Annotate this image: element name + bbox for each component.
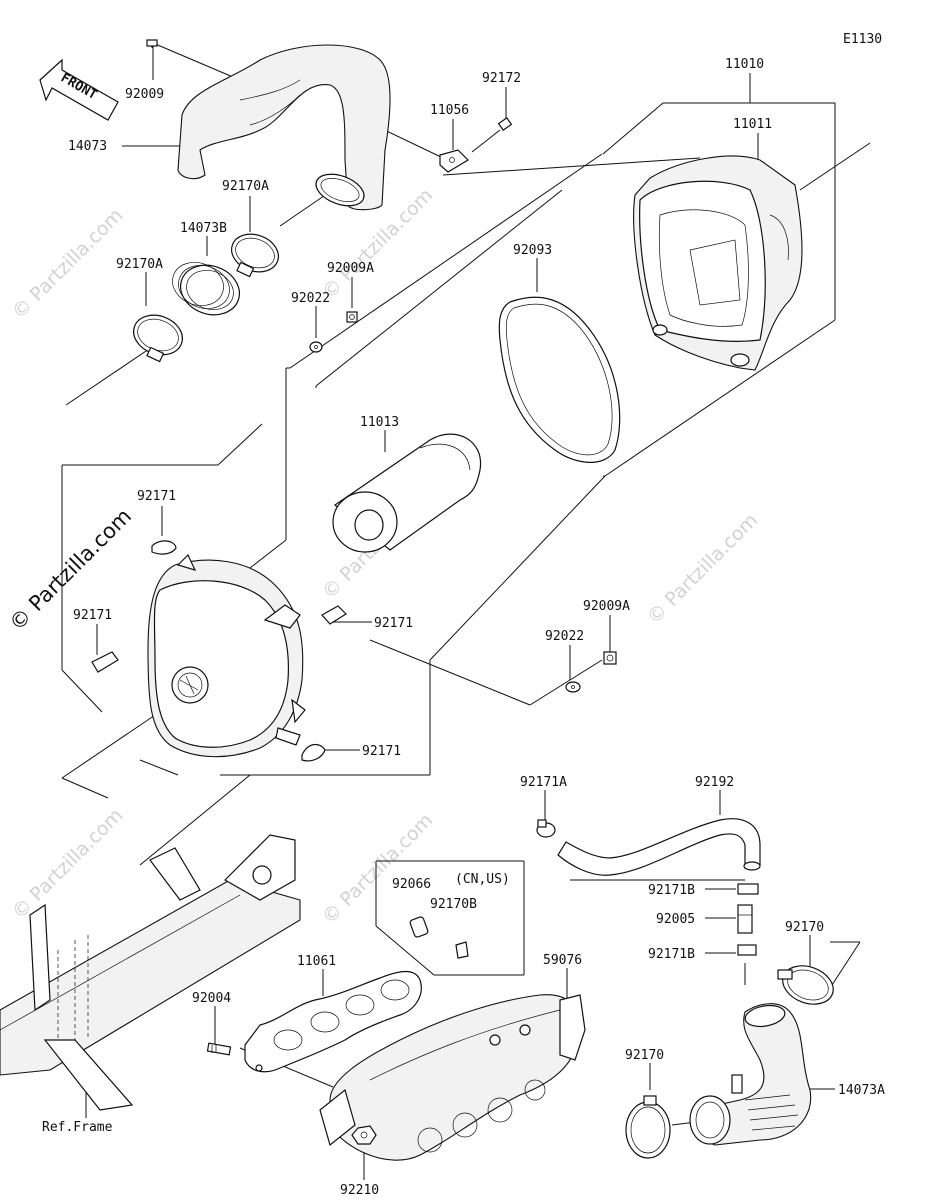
label-14073A: 14073A [838, 1083, 885, 1098]
label-92005: 92005 [656, 912, 695, 927]
filter-element-11013 [332, 433, 482, 553]
screw-92172 [471, 117, 513, 153]
clamp-92170-bottom [625, 1095, 671, 1159]
label-92009: 92009 [125, 87, 164, 102]
front-arrow: FRONT [39, 58, 119, 121]
clip-92171-d [301, 744, 326, 762]
label-92066: 92066 [392, 877, 431, 892]
label-92170B: 92170B [430, 897, 477, 912]
clip-92171B-b [737, 944, 757, 956]
coupler-14073B [172, 262, 240, 316]
damper-92066 [409, 916, 429, 938]
airbox-11011 [633, 155, 803, 371]
watermark: © Partzilla.com [8, 804, 127, 923]
clip-92171A [536, 819, 556, 838]
label-92004: 92004 [192, 991, 231, 1006]
watermark: © Partzilla.com [643, 509, 762, 628]
label-92171-c: 92171 [374, 616, 413, 631]
watermark: © Partzilla.com [318, 809, 437, 928]
label-92022-lower: 92022 [545, 629, 584, 644]
hose-92192 [557, 818, 761, 876]
label-92170-bottom: 92170 [625, 1048, 664, 1063]
airbox-cover [147, 553, 306, 758]
label-11061: 11061 [297, 954, 336, 969]
clamp-92170A-top [231, 233, 279, 278]
label-11056: 11056 [430, 103, 469, 118]
frame [0, 834, 301, 1111]
label-14073B: 14073B [180, 221, 227, 236]
bracket-11056 [439, 149, 469, 173]
label-92210: 92210 [340, 1183, 379, 1198]
clamp-92170-right [777, 965, 834, 1005]
label-92009A-upper: 92009A [327, 261, 374, 276]
clamp-92170B [455, 941, 469, 959]
washer-92022-lower [565, 681, 581, 693]
manifold-59076 [319, 994, 586, 1161]
clip-92171-b [91, 651, 119, 673]
clip-92171-a [151, 540, 177, 555]
gasket-92093 [498, 296, 621, 463]
part-labels: 92009 14073 92170A 14073B 92170A 92009A … [42, 57, 885, 1198]
label-92170A-top: 92170A [222, 179, 269, 194]
label-92192: 92192 [695, 775, 734, 790]
watermark-large: © Partzilla.com [5, 504, 137, 636]
label-92022-upper: 92022 [291, 291, 330, 306]
bolt-92009A-upper [346, 311, 358, 323]
label-92171-b: 92171 [73, 608, 112, 623]
joint-92005 [737, 904, 753, 934]
label-92171-a: 92171 [137, 489, 176, 504]
label-92171-d: 92171 [362, 744, 401, 759]
washer-92022-upper [309, 341, 323, 353]
label-11013: 11013 [360, 415, 399, 430]
label-14073: 14073 [68, 139, 107, 154]
bolt-92009A-lower [603, 651, 617, 665]
gasket-11061 [244, 970, 422, 1073]
clip-92171B-a [737, 883, 759, 895]
nut-92210 [351, 1125, 377, 1145]
duct-14073 [177, 44, 391, 211]
label-92170-right: 92170 [785, 920, 824, 935]
duct-14073A [689, 1003, 812, 1146]
label-92171B-b: 92171B [648, 947, 695, 962]
label-cn-us: (CN,US) [455, 872, 510, 887]
label-92170A-left: 92170A [116, 257, 163, 272]
watermark: © Partzilla.com [8, 204, 127, 323]
label-ref-frame: Ref.Frame [42, 1120, 113, 1135]
label-92171B-a: 92171B [648, 883, 695, 898]
label-92171A: 92171A [520, 775, 567, 790]
bolt-92009 [146, 39, 158, 48]
diagram-code: E1130 [843, 32, 882, 47]
label-92093: 92093 [513, 243, 552, 258]
label-92009A-lower: 92009A [583, 599, 630, 614]
stud-92004 [206, 1042, 232, 1056]
clamp-92170A-left [133, 314, 183, 363]
clip-92171-c [321, 605, 347, 625]
label-11011: 11011 [733, 117, 772, 132]
label-11010: 11010 [725, 57, 764, 72]
label-59076: 59076 [543, 953, 582, 968]
label-92172: 92172 [482, 71, 521, 86]
